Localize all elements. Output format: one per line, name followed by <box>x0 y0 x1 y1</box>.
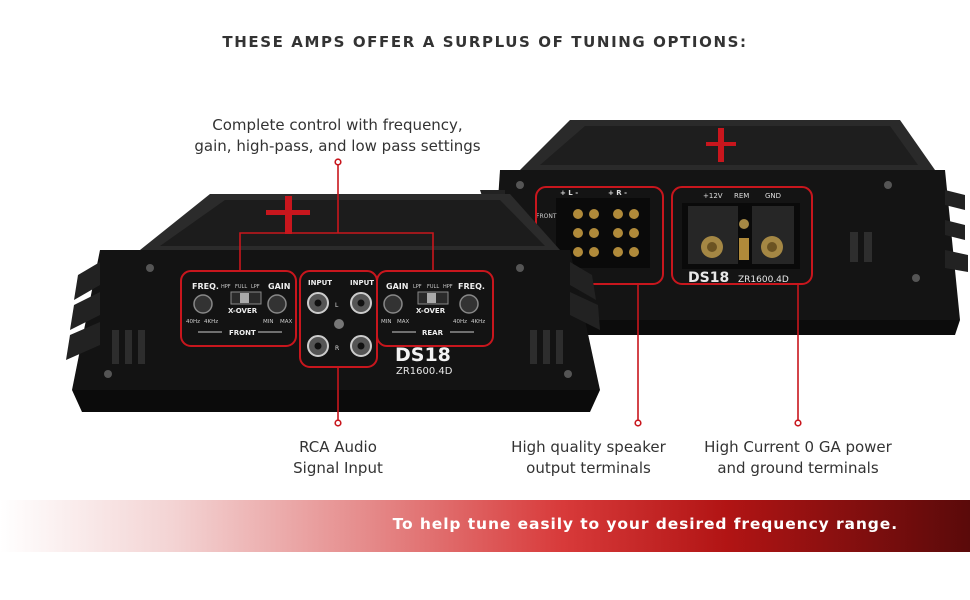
rear-lpf-label: LPF <box>413 284 422 290</box>
plus-12v-label: +12V <box>703 192 723 200</box>
power-callout-line-1: High Current 0 GA power <box>704 438 892 456</box>
front-xover-label: X-OVER <box>228 307 258 315</box>
front-max-label: MAX <box>280 319 293 325</box>
speaker-callout: High quality speaker output terminals <box>496 437 681 479</box>
power-callout-line-2: and ground terminals <box>717 459 879 477</box>
power-callout: High Current 0 GA power and ground termi… <box>692 437 904 479</box>
callout-lines <box>239 158 802 427</box>
rear-min-label: MIN <box>381 319 391 325</box>
front-channel-label: FRONT <box>229 329 256 337</box>
speaker-callout-line-1: High quality speaker <box>511 438 666 456</box>
left-channel-label: + L - <box>560 189 578 197</box>
rear-amp-brand: DS18 <box>688 270 729 286</box>
controls-callout: Complete control with frequency, gain, h… <box>180 115 495 157</box>
front-terminal-label: FRONT <box>536 213 557 220</box>
input-label-right: INPUT <box>350 279 374 287</box>
front-4khz-label: 4KHz <box>204 319 218 325</box>
rear-4khz-label: 4KHz <box>471 319 485 325</box>
rear-xover-label: X-OVER <box>416 307 446 315</box>
front-min-label: MIN <box>263 319 273 325</box>
front-40hz-label: 40Hz <box>186 319 200 325</box>
rear-amplifier: + L - + R - FRONT +12V REM GND DS18 ZR16… <box>480 120 968 335</box>
input-l-label: L <box>335 302 339 309</box>
rear-gain-label: GAIN <box>386 282 408 291</box>
front-amp-model: ZR1600.4D <box>396 366 453 377</box>
rear-amp-model: ZR1600.4D <box>738 275 789 285</box>
rear-max-label: MAX <box>397 319 410 325</box>
gnd-label: GND <box>765 192 781 200</box>
front-freq-label: FREQ. <box>192 282 219 291</box>
front-full-label: FULL <box>235 284 247 290</box>
rca-callout-line-2: Signal Input <box>293 459 383 477</box>
rear-full-label: FULL <box>427 284 439 290</box>
front-hpf-label: HPF <box>221 284 231 290</box>
rear-freq-knob[interactable] <box>459 294 479 314</box>
rear-channel-label: REAR <box>422 329 444 337</box>
front-gain-knob[interactable] <box>267 294 287 314</box>
controls-callout-line-1: Complete control with frequency, <box>212 116 463 134</box>
speaker-callout-line-2: output terminals <box>526 459 651 477</box>
front-amplifier: FREQ. GAIN HPF FULL LPF X-OVER 40Hz 4KHz… <box>66 194 600 412</box>
input-r-label: R <box>335 345 339 352</box>
rear-gain-knob[interactable] <box>383 294 403 314</box>
front-freq-knob[interactable] <box>193 294 213 314</box>
page-heading: THESE AMPS OFFER A SURPLUS OF TUNING OPT… <box>222 33 748 51</box>
right-channel-label: + R - <box>608 189 627 197</box>
front-gain-label: GAIN <box>268 282 290 291</box>
front-amp-brand: DS18 <box>395 344 451 366</box>
controls-callout-line-2: gain, high-pass, and low pass settings <box>194 137 481 155</box>
rear-freq-label: FREQ. <box>458 282 485 291</box>
front-lpf-label: LPF <box>251 284 260 290</box>
rear-40hz-label: 40Hz <box>453 319 467 325</box>
rem-label: REM <box>734 192 749 200</box>
tagline-text: To help tune easily to your desired freq… <box>392 515 898 533</box>
rear-hpf-label: HPF <box>443 284 453 290</box>
input-label-left: INPUT <box>308 279 332 287</box>
tagline-banner: To help tune easily to your desired freq… <box>0 500 970 552</box>
rca-callout-line-1: RCA Audio <box>299 438 377 456</box>
rca-callout: RCA Audio Signal Input <box>268 437 408 479</box>
